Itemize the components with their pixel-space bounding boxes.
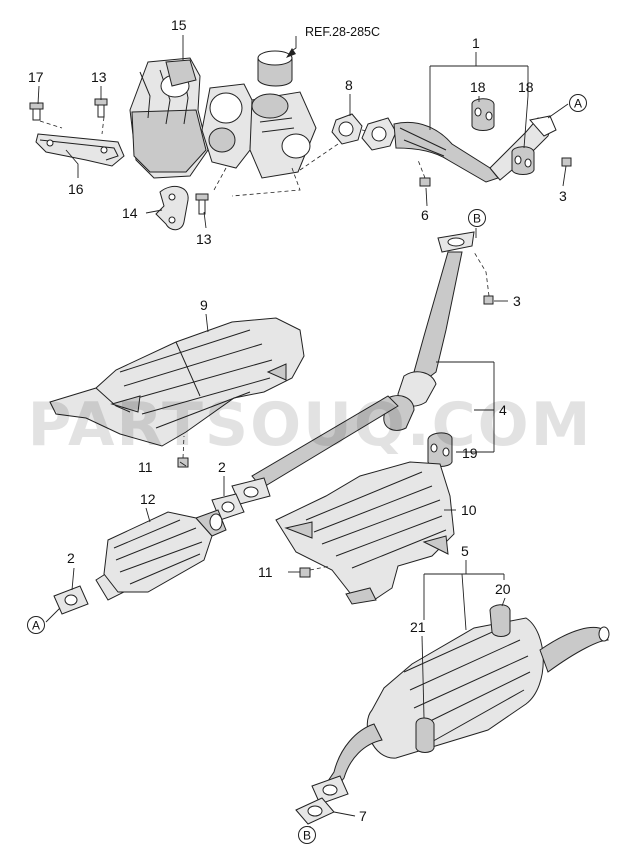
callout-15: 15 xyxy=(171,17,187,33)
exhaust-manifold-15 xyxy=(129,57,209,179)
gasket-2-lower xyxy=(53,585,89,615)
hanger-rubber-18a xyxy=(471,98,495,131)
hanger-rubber-20 xyxy=(489,604,511,637)
heat-shield-10 xyxy=(275,461,455,605)
catalytic-converter-12 xyxy=(95,509,227,601)
nut-3-upper xyxy=(561,157,572,167)
leader-lines xyxy=(37,35,569,832)
callout-3-lower: 3 xyxy=(513,293,521,309)
callout-2-center: 2 xyxy=(218,459,226,475)
callout-12: 12 xyxy=(140,491,156,507)
svg-text:A: A xyxy=(574,97,582,111)
muffler-5 xyxy=(311,617,610,805)
nut-11-lower xyxy=(299,567,311,578)
nut-11-upper xyxy=(177,457,189,468)
callout-13-upper: 13 xyxy=(91,69,107,85)
callout-5: 5 xyxy=(461,543,469,559)
callout-1: 1 xyxy=(472,35,480,51)
bolt-13-upper xyxy=(94,98,108,118)
callout-6: 6 xyxy=(421,207,429,223)
callout-21: 21 xyxy=(410,619,426,635)
bracket-16 xyxy=(35,133,125,167)
callout-8: 8 xyxy=(345,77,353,93)
connector-a-top: A xyxy=(569,94,587,112)
connector-b-bottom: B xyxy=(298,826,316,844)
callout-19: 19 xyxy=(462,445,478,461)
bracket-14 xyxy=(155,185,189,231)
callout-20: 20 xyxy=(495,581,511,597)
gasket-7 xyxy=(295,797,335,825)
callout-4: 4 xyxy=(499,402,507,418)
svg-text:B: B xyxy=(473,212,481,226)
callout-10: 10 xyxy=(461,502,477,518)
nut-6 xyxy=(419,177,431,187)
hanger-rubber-19 xyxy=(427,432,453,467)
nut-3-lower xyxy=(483,295,494,305)
svg-text:A: A xyxy=(32,619,40,633)
bolt-17 xyxy=(29,102,44,121)
callout-17: 17 xyxy=(28,69,44,85)
callout-11-upper: 11 xyxy=(138,459,153,475)
gasket-8 xyxy=(331,113,363,145)
callout-18-left: 18 xyxy=(470,79,486,95)
callout-16: 16 xyxy=(68,181,84,197)
callout-7: 7 xyxy=(359,808,367,824)
hanger-rubber-18b xyxy=(511,146,535,175)
bolt-13-lower xyxy=(195,193,209,215)
reference-label: REF.28-285C xyxy=(305,25,380,39)
turbocharger xyxy=(201,50,317,179)
callout-3-upper: 3 xyxy=(559,188,567,204)
center-pipe-4 xyxy=(231,231,475,505)
heat-shield-9 xyxy=(49,317,305,447)
svg-text:B: B xyxy=(303,829,311,843)
connector-b-top: B xyxy=(468,209,486,227)
hanger-rubber-21 xyxy=(415,717,435,753)
callouts: 15 17 13 16 14 13 8 1 18 18 3 6 3 9 4 19… xyxy=(28,17,567,824)
connector-a-bottom: A xyxy=(27,616,45,634)
front-pipe-1 xyxy=(361,115,557,183)
callout-11-lower: 11 xyxy=(258,564,273,580)
callout-9: 9 xyxy=(200,297,208,313)
callout-13-lower: 13 xyxy=(196,231,212,247)
callout-14: 14 xyxy=(122,205,138,221)
callout-18-right: 18 xyxy=(518,79,534,95)
callout-2-lower: 2 xyxy=(67,550,75,566)
